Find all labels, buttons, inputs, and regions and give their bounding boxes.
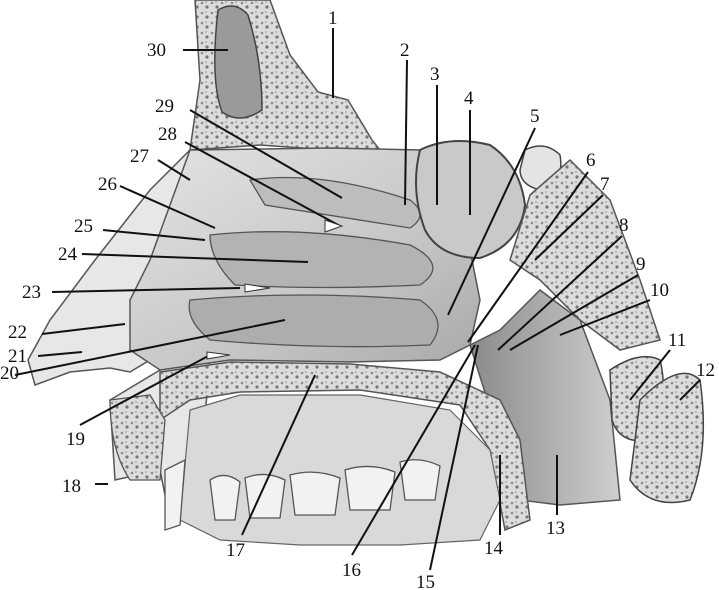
label-11: 11 [668,330,686,351]
label-18: 18 [62,476,81,497]
label-9: 9 [636,254,646,275]
label-10: 10 [650,280,669,301]
label-22: 22 [8,322,27,343]
label-14: 14 [484,538,504,559]
label-17: 17 [226,540,245,561]
inferior-turbinate [188,294,439,348]
frontal-sinus [214,5,263,119]
label-15: 15 [416,572,435,590]
label-3: 3 [430,64,440,85]
label-21: 21 [8,346,27,367]
label-30: 30 [147,40,166,61]
upper-lip [109,394,166,481]
axis-vertebra [629,372,705,504]
label-20: 20 [0,363,19,384]
label-8: 8 [619,215,629,236]
basiocciput [509,158,661,351]
airflow-arrows [206,219,344,360]
label-2: 2 [400,40,410,61]
label-24: 24 [58,244,78,265]
label-1: 1 [328,8,338,29]
callout-labels: 1 2 3 4 5 6 7 8 9 10 11 12 13 14 15 16 1… [0,8,715,590]
label-5: 5 [530,106,540,127]
hard-palate [159,361,531,532]
teeth [164,458,441,531]
label-12: 12 [696,360,715,381]
middle-turbinate [209,231,434,289]
label-26: 26 [98,174,117,195]
label-7: 7 [600,174,610,195]
label-4: 4 [464,88,474,109]
label-27: 27 [130,146,149,167]
leader-lines [14,28,701,571]
label-13: 13 [546,518,565,539]
label-16: 16 [342,560,361,581]
label-23: 23 [22,282,41,303]
label-29: 29 [155,96,174,117]
label-6: 6 [586,150,596,171]
label-28: 28 [158,124,177,145]
label-19: 19 [66,429,85,450]
label-25: 25 [74,216,93,237]
